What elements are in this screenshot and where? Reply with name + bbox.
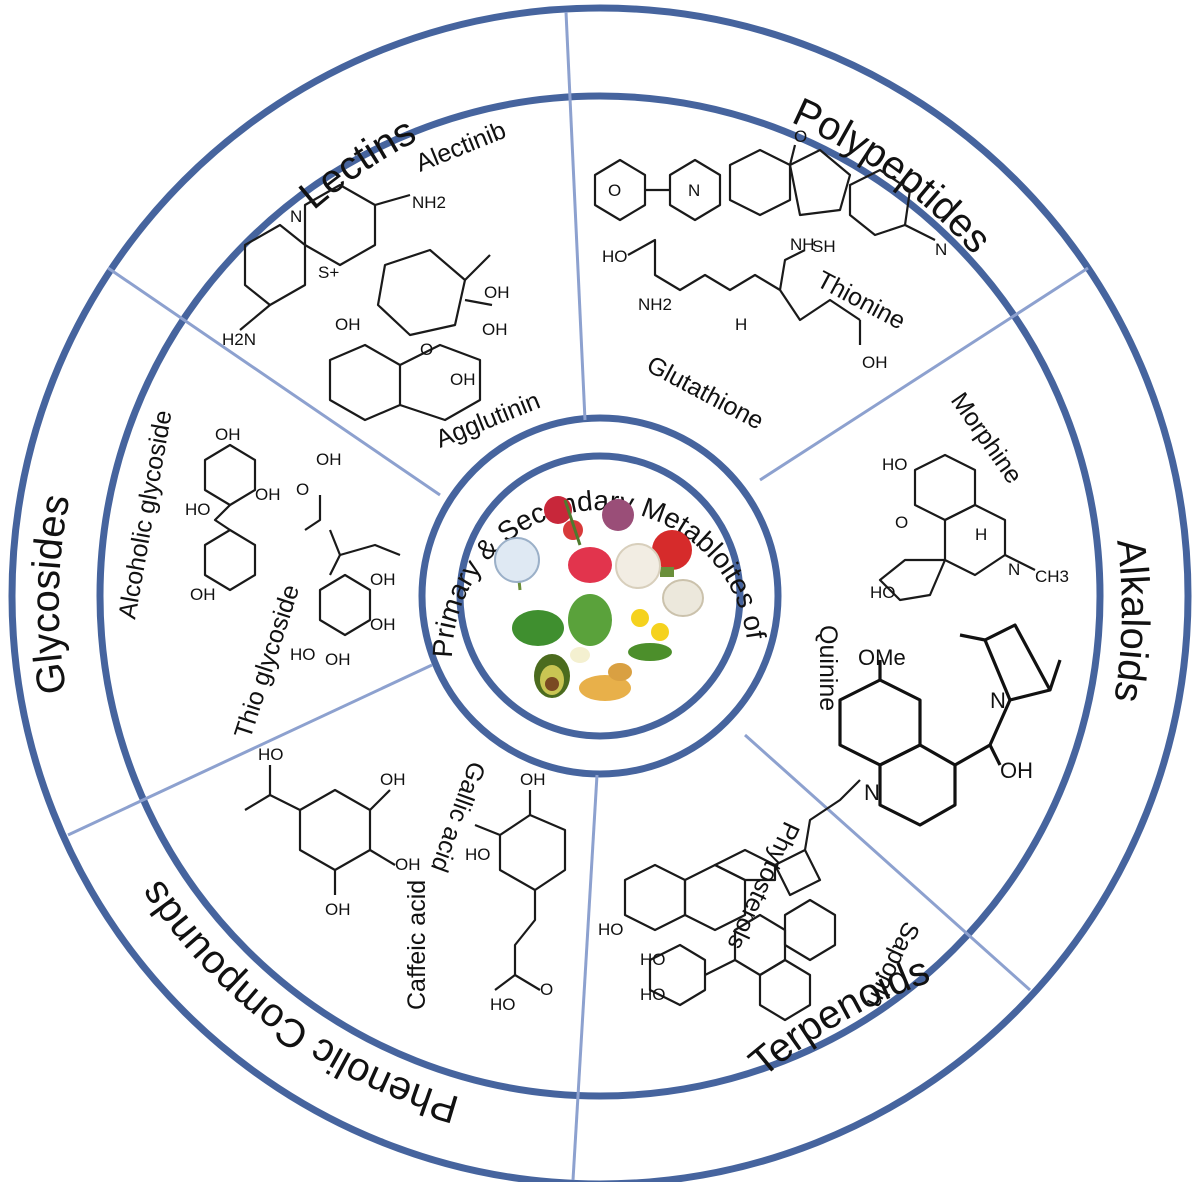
- atom-nh2: NH2: [412, 193, 446, 212]
- avocado-icon: [534, 654, 570, 698]
- atom-n: N: [688, 181, 700, 200]
- atom-oh: OH: [335, 315, 361, 334]
- structure-gallic-acid: HO OH OH OH: [245, 745, 421, 919]
- middle-ring: [100, 96, 1100, 1096]
- atom-oh: OH: [482, 320, 508, 339]
- atom-ho: HO: [602, 247, 628, 266]
- atom-ho: HO: [870, 583, 896, 602]
- compound-label-quinine: Quinine: [814, 625, 842, 711]
- atom-o: O: [895, 513, 908, 532]
- atom-o: O: [296, 480, 309, 499]
- atom-ho: HO: [640, 985, 666, 1004]
- category-label-glycosides: Glycosides: [24, 491, 79, 697]
- atom-oh: OH: [1000, 758, 1033, 783]
- structure-thio-glycoside: O OH OH OH HO OH: [290, 450, 400, 669]
- atom-ho: HO: [258, 745, 284, 764]
- structure-agglutinin: OH OH O OH OH: [330, 250, 510, 420]
- atom-s-plus: S+: [318, 263, 339, 282]
- ginger-icon: [579, 663, 632, 701]
- atom-n: N: [290, 207, 302, 226]
- atom-oh: OH: [255, 485, 281, 504]
- atom-oh: OH: [450, 370, 476, 389]
- atom-ho: HO: [465, 845, 491, 864]
- atom-oh: OH: [484, 283, 510, 302]
- atom-o: O: [540, 980, 553, 999]
- atom-h: H: [735, 315, 747, 334]
- structure-alectinib: N S+ NH2 H2N: [222, 185, 446, 349]
- compound-label-caffeic-acid: Caffeic acid: [403, 880, 431, 1010]
- atom-oh: OH: [370, 570, 396, 589]
- atom-o: O: [794, 127, 807, 146]
- atom-ho: HO: [598, 920, 624, 939]
- atom-oh: OH: [395, 855, 421, 874]
- atom-oh: OH: [190, 585, 216, 604]
- structure-quinine: OMe N N OH: [840, 625, 1060, 825]
- atom-h: H: [975, 525, 987, 544]
- atom-oh: OH: [215, 425, 241, 444]
- atom-oh: OH: [380, 770, 406, 789]
- atom-ho: HO: [290, 645, 316, 664]
- atom-o: O: [420, 340, 433, 359]
- atom-ch3: CH3: [1035, 567, 1069, 586]
- atom-o: O: [608, 181, 621, 200]
- category-label-alkaloids: Alkaloids: [1105, 537, 1157, 706]
- atom-sh: SH: [812, 237, 836, 256]
- atom-ho: HO: [882, 455, 908, 474]
- atom-cn: N: [935, 240, 947, 259]
- atom-oh: OH: [316, 450, 342, 469]
- outer-ring: [12, 8, 1188, 1182]
- atom-oh: OH: [520, 770, 546, 789]
- structure-alcoholic-glycoside: OH OH HO OH: [185, 425, 281, 604]
- atom-ho: HO: [490, 995, 516, 1014]
- atom-ho: HO: [640, 950, 666, 969]
- compound-label-glutathione: Glutathione: [642, 351, 768, 436]
- atom-n: N: [864, 780, 880, 805]
- atom-oh: OH: [325, 650, 351, 669]
- atom-n: N: [1008, 560, 1020, 579]
- compound-label-agglutinin: Agglutinin: [432, 386, 544, 453]
- category-label-polypeptides: Polypeptides: [786, 90, 999, 262]
- atom-h2n: H2N: [222, 330, 256, 349]
- atom-oh: OH: [370, 615, 396, 634]
- structure-morphine: HO O H N CH3 HO: [870, 455, 1069, 602]
- atom-ome: OMe: [858, 645, 906, 670]
- leaf-icon: [512, 594, 612, 663]
- inner-ring: [422, 418, 778, 774]
- garlic-icon: [663, 580, 703, 616]
- atom-oh: OH: [862, 353, 888, 372]
- atom-ho: HO: [185, 500, 211, 519]
- dandelion-icon: [628, 609, 672, 661]
- atom-n: N: [990, 688, 1006, 713]
- compound-label-morphine: Morphine: [945, 387, 1028, 488]
- atom-oh: OH: [325, 900, 351, 919]
- atom-nh2: NH2: [638, 295, 672, 314]
- structure-caffeic-acid: OH HO O HO: [465, 770, 565, 1014]
